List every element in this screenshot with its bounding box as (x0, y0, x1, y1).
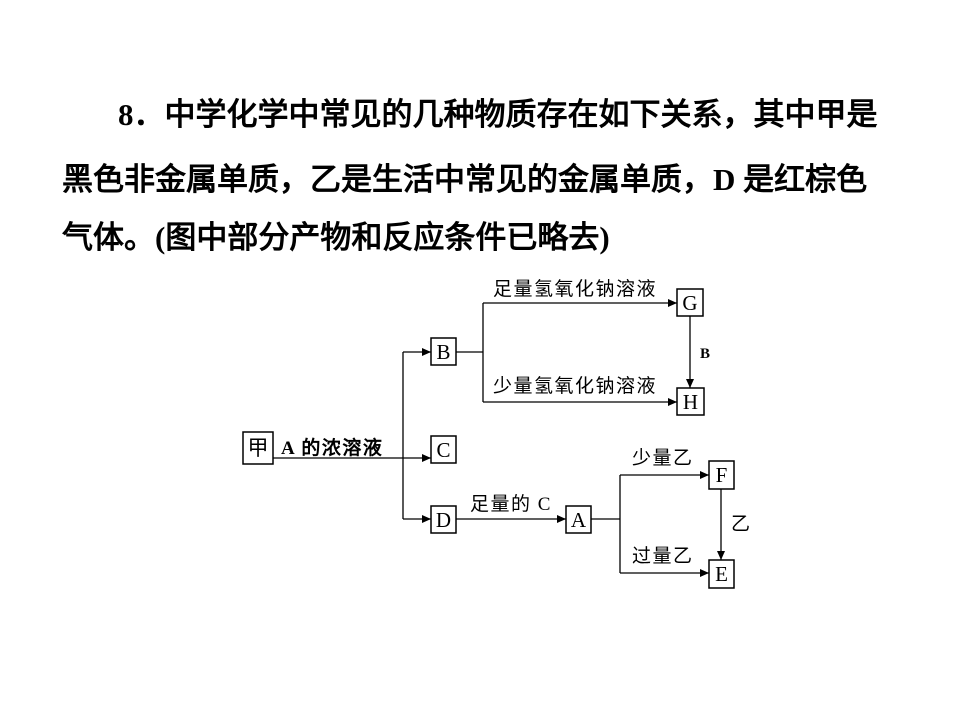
question-line-2: 黑色非金属单质，乙是生活中常见的金属单质，D 是红棕色 (62, 162, 868, 197)
label-b-to-g: 足量氢氧化钠溶液 (493, 278, 657, 300)
node-d-label: D (436, 508, 451, 532)
label-d-to-a: 足量的 C (470, 493, 552, 515)
label-g-to-h: B (700, 346, 710, 362)
node-d: D (430, 505, 457, 534)
node-f-box (708, 460, 735, 490)
label-a-to-f: 少量乙 (632, 447, 694, 469)
node-b-box (430, 337, 457, 366)
node-c: C (430, 435, 457, 464)
node-g-box (676, 288, 704, 317)
node-f-label: F (716, 463, 728, 487)
label-f-to-e: 乙 (731, 514, 752, 535)
node-c-box (430, 435, 457, 464)
label-jia-to-bcd: A 的浓溶液 (281, 436, 383, 459)
node-c-label: C (436, 438, 450, 462)
node-jia: 甲 (242, 431, 274, 465)
node-h-label: H (683, 390, 698, 414)
node-a-box (565, 505, 592, 534)
question-number: 8． (118, 97, 165, 132)
node-e-label: E (715, 562, 728, 586)
node-jia-label: 甲 (248, 436, 269, 460)
node-h-box (676, 387, 705, 416)
node-g-label: G (682, 291, 697, 315)
node-f: F (708, 460, 735, 490)
node-g: G (676, 288, 704, 317)
node-e-box (708, 559, 735, 589)
label-a-to-e: 过量乙 (632, 545, 694, 567)
question-text-1: 中学化学中常见的几种物质存在如下关系，其中甲是 (164, 97, 878, 132)
node-a: A (565, 505, 592, 534)
question-line-3: 气体。(图中部分产物和反应条件已略去) (62, 220, 610, 255)
node-e: E (708, 559, 735, 589)
question-line-1: 8．中学化学中常见的几种物质存在如下关系，其中甲是 (118, 95, 878, 135)
node-d-box (430, 505, 457, 534)
node-b-label: B (436, 340, 450, 364)
node-jia-box (242, 431, 274, 465)
node-b: B (430, 337, 457, 366)
node-h: H (676, 387, 705, 416)
node-a-label: A (571, 508, 587, 532)
label-b-to-h: 少量氢氧化钠溶液 (493, 375, 657, 397)
